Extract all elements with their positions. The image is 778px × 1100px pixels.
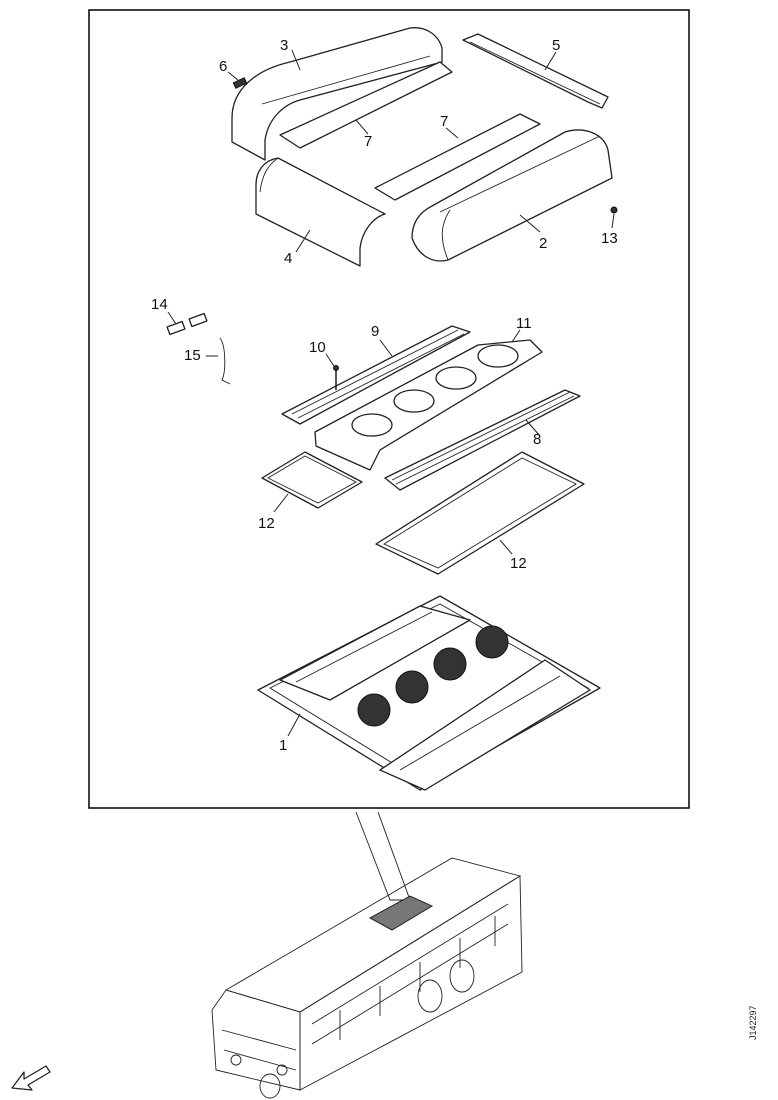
leader-7b <box>445 127 459 139</box>
leader-11 <box>511 329 521 343</box>
callout-15: 15 <box>184 347 201 364</box>
callout-7-left: 7 <box>364 133 372 150</box>
part-7-left-panel <box>279 61 453 149</box>
detail-pointer <box>355 811 411 901</box>
leader-1 <box>287 713 301 737</box>
direction-arrow-icon <box>11 1065 51 1091</box>
leader-9 <box>379 339 393 357</box>
callout-4: 4 <box>284 250 292 267</box>
roof-unit-location <box>368 895 434 931</box>
leader-6 <box>227 71 239 81</box>
leader-5 <box>544 51 557 71</box>
part-13-screw <box>610 206 618 214</box>
part-5-side-strip <box>462 33 609 109</box>
callout-8: 8 <box>533 431 541 448</box>
leader-4 <box>295 229 311 253</box>
part-3-front-cover <box>231 27 443 161</box>
part-11-center-tray <box>314 339 543 471</box>
leader-3 <box>291 49 301 71</box>
callout-14: 14 <box>151 296 168 313</box>
callout-12-right: 12 <box>510 555 527 572</box>
part-12-left-seal <box>261 451 363 509</box>
leader-12a <box>273 493 289 513</box>
callout-2: 2 <box>539 235 547 252</box>
leader-7a <box>355 119 369 135</box>
callout-7-right: 7 <box>440 113 448 130</box>
callout-6: 6 <box>219 58 227 75</box>
callout-3: 3 <box>280 37 288 54</box>
callout-1: 1 <box>279 737 287 754</box>
part-15-wire <box>219 337 231 385</box>
part-10-pin <box>333 365 339 390</box>
callout-10: 10 <box>309 339 326 356</box>
part-2-right-cover <box>411 129 613 262</box>
leader-2 <box>519 214 541 233</box>
part-8-right-rail <box>384 389 581 491</box>
leader-10 <box>325 353 335 367</box>
leader-8 <box>525 419 541 437</box>
part-1-base-unit <box>257 595 601 791</box>
part-14-connector <box>166 312 208 336</box>
callout-12-left: 12 <box>258 515 275 532</box>
leader-14 <box>167 311 177 325</box>
callout-9: 9 <box>371 323 379 340</box>
callout-11: 11 <box>516 315 532 332</box>
part-7-right-panel <box>374 113 541 201</box>
leader-13 <box>611 213 615 229</box>
callout-13: 13 <box>601 230 618 247</box>
bus-locator-illustration <box>211 857 523 1099</box>
part-9-left-rail <box>281 325 471 425</box>
part-4-rear-cover <box>255 157 386 267</box>
part-6-clip <box>232 77 248 89</box>
detail-frame <box>88 9 690 809</box>
leader-12b <box>499 539 513 555</box>
part-12-right-seal <box>375 451 585 575</box>
reference-code: J142297 <box>748 1005 758 1040</box>
callout-5: 5 <box>552 37 560 54</box>
